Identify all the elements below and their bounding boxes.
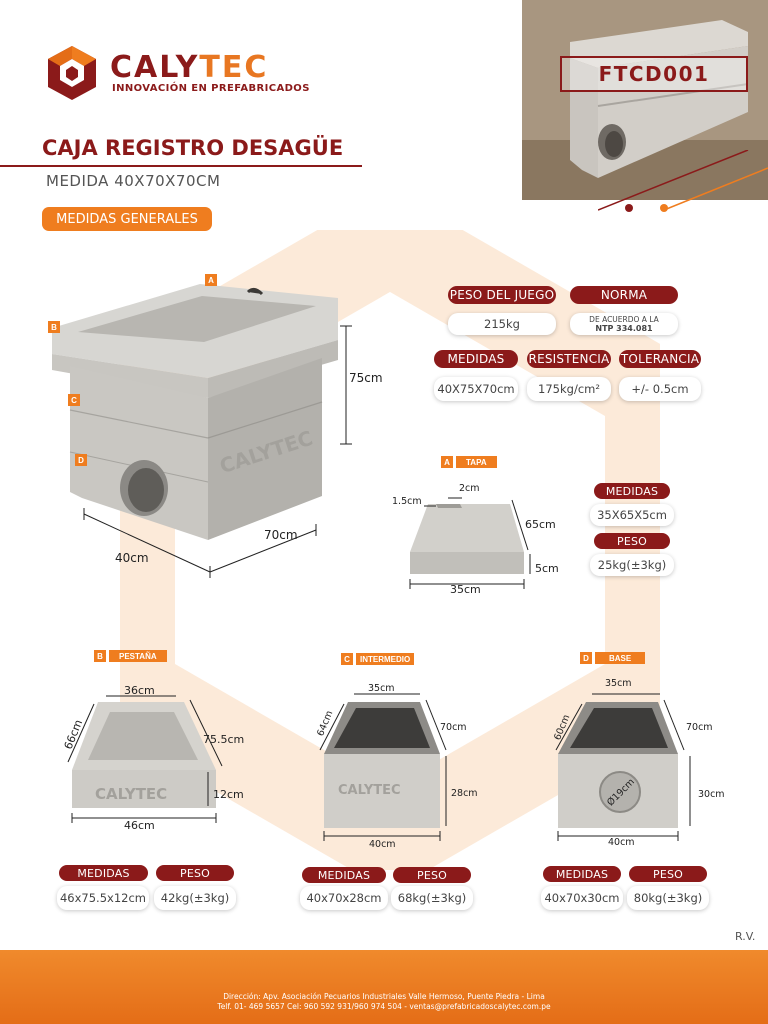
base-letter: D xyxy=(580,652,592,664)
spec-peso-label: PESO DEL JUEGO xyxy=(448,286,556,304)
spec-peso-value: 215kg xyxy=(448,313,556,335)
base-dim-top: 35cm xyxy=(605,678,632,689)
pestana-medidas-label: MEDIDAS xyxy=(59,865,148,881)
intermedio-letter: C xyxy=(341,653,353,665)
tapa-medidas-label: MEDIDAS xyxy=(594,483,670,499)
spec-medidas-value: 40X75X70cm xyxy=(434,377,518,401)
main-dim-depth: 70cm xyxy=(264,528,298,542)
spec-norma-line2: NTP 334.081 xyxy=(595,324,653,333)
spec-resistencia-value: 175kg/cm² xyxy=(527,377,611,401)
label-a: A xyxy=(205,274,217,286)
base-medidas-label: MEDIDAS xyxy=(543,866,621,882)
brand-name: CALYTEC xyxy=(110,50,268,85)
pestana-watermark: CALYTEC xyxy=(95,785,168,803)
calytec-logo-icon xyxy=(48,46,96,100)
spec-norma-label: NORMA xyxy=(570,286,678,304)
base-name: BASE xyxy=(595,652,646,664)
intermedio-medidas-value: 40x70x28cm xyxy=(300,886,388,910)
pestana-dim-height: 12cm xyxy=(213,788,244,801)
label-d: D xyxy=(75,454,87,466)
pestana-peso-value: 42kg(±3kg) xyxy=(154,886,236,910)
main-dim-height: 75cm xyxy=(349,371,383,385)
base-dim-width: 40cm xyxy=(608,837,635,848)
label-c: C xyxy=(68,394,80,406)
brand-main: CALY xyxy=(110,50,200,85)
pestana-dim-depth: 75.5cm xyxy=(203,733,245,746)
tapa-dim-notch-w: 2cm xyxy=(459,483,480,494)
intermedio-medidas-label: MEDIDAS xyxy=(302,867,386,883)
main-dim-width: 40cm xyxy=(115,551,149,565)
spec-norma-line1: DE ACUERDO A LA xyxy=(589,315,659,324)
intermedio-diagram xyxy=(319,693,447,841)
spec-tolerancia-value: +/- 0.5cm xyxy=(619,377,701,401)
tapa-diagram xyxy=(409,497,531,589)
intermedio-watermark: CALYTEC xyxy=(338,783,401,798)
intermedio-name: INTERMEDIO xyxy=(356,653,415,665)
page-title: CAJA REGISTRO DESAGÜE xyxy=(42,136,344,160)
pestana-diagram xyxy=(67,695,223,823)
footer-contact: Telf. 01- 469 5657 Cel: 960 592 931/960 … xyxy=(217,1002,551,1011)
tapa-peso-label: PESO xyxy=(594,533,670,549)
pestana-name: PESTAÑA xyxy=(109,650,167,662)
main-box-diagram xyxy=(52,284,352,578)
footer-address: Dirección: Apv. Asociación Pecuarios Ind… xyxy=(223,992,545,1001)
tapa-dim-length: 65cm xyxy=(525,518,556,531)
pestana-letter: B xyxy=(94,650,106,662)
tapa-medidas-value: 35X65X5cm xyxy=(590,504,674,526)
pestana-tag: B PESTAÑA xyxy=(94,650,167,662)
tapa-peso-value: 25kg(±3kg) xyxy=(590,554,674,576)
page-subtitle: MEDIDA 40X70X70CM xyxy=(46,172,221,190)
spec-norma-value: DE ACUERDO A LA NTP 334.081 xyxy=(570,313,678,335)
base-peso-label: PESO xyxy=(629,866,707,882)
tapa-letter: A xyxy=(441,456,453,468)
revision-label: R.V. xyxy=(735,930,756,943)
base-medidas-value: 40x70x30cm xyxy=(541,886,623,910)
pestana-medidas-value: 46x75.5x12cm xyxy=(57,886,149,910)
spec-medidas-label: MEDIDAS xyxy=(434,350,518,368)
pestana-dim-width: 46cm xyxy=(124,819,155,832)
tapa-dim-width: 35cm xyxy=(450,583,481,596)
product-code: FTCD001 xyxy=(598,62,710,86)
product-photo-drawing xyxy=(522,0,768,200)
intermedio-dim-top: 35cm xyxy=(368,683,395,694)
intermedio-dim-depth: 70cm xyxy=(440,722,467,733)
intermedio-dim-width: 40cm xyxy=(369,839,396,850)
spec-tolerancia-label: TOLERANCIA xyxy=(619,350,701,368)
intermedio-tag: C INTERMEDIO xyxy=(341,653,415,665)
footer-bar xyxy=(0,950,768,1024)
header-accent-lines xyxy=(598,150,768,212)
tapa-dim-notch-d: 1.5cm xyxy=(392,496,422,507)
intermedio-dim-height: 28cm xyxy=(451,788,478,799)
brand-accent: TEC xyxy=(199,50,269,85)
base-dim-depth: 70cm xyxy=(686,722,713,733)
intermedio-peso-value: 68kg(±3kg) xyxy=(391,886,473,910)
base-dim-height: 30cm xyxy=(698,789,725,800)
label-b: B xyxy=(48,321,60,333)
section-label: MEDIDAS GENERALES xyxy=(42,207,212,231)
tapa-dim-thickness: 5cm xyxy=(535,562,559,575)
tapa-tag: A TAPA xyxy=(441,456,497,468)
intermedio-peso-label: PESO xyxy=(393,867,471,883)
spec-resistencia-label: RESISTENCIA xyxy=(527,350,611,368)
pestana-peso-label: PESO xyxy=(156,865,234,881)
title-underline xyxy=(0,165,362,167)
pestana-dim-top: 36cm xyxy=(124,684,155,697)
brand-tagline: INNOVACIÓN EN PREFABRICADOS xyxy=(112,83,310,94)
product-code-box: FTCD001 xyxy=(560,56,748,92)
base-tag: D BASE xyxy=(580,652,646,664)
tapa-name: TAPA xyxy=(456,456,497,468)
base-diagram xyxy=(555,693,691,841)
product-photo xyxy=(522,0,768,200)
base-peso-value: 80kg(±3kg) xyxy=(627,886,709,910)
